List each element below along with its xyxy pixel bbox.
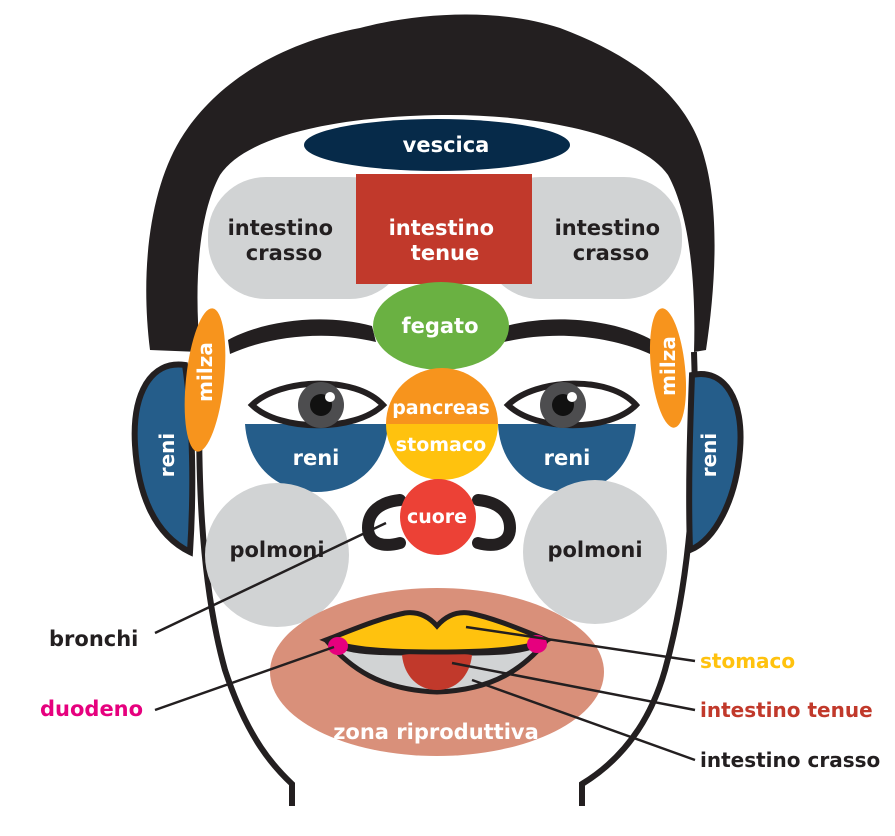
eyebrow-left bbox=[228, 319, 376, 354]
pancreas-zone bbox=[386, 368, 498, 424]
kidney-label-eye-right: reni bbox=[544, 446, 591, 470]
heart-zone bbox=[400, 479, 476, 555]
liver-label: fegato bbox=[401, 314, 478, 338]
large-intestine-lip-label: intestino crasso bbox=[700, 748, 880, 772]
duodenum-zone-left bbox=[328, 637, 348, 655]
nose-outline bbox=[362, 494, 516, 551]
small-intestine-lip-leader bbox=[451, 661, 696, 712]
small-intestine-lip-zone bbox=[402, 652, 472, 690]
spleen-label-right: milza bbox=[656, 336, 680, 396]
lungs-label-left: polmoni bbox=[229, 538, 324, 562]
large-intestine-lip-leader bbox=[471, 678, 696, 762]
eye-highlight-left bbox=[325, 392, 335, 402]
small-intestine-zone bbox=[356, 174, 532, 284]
liver-zone bbox=[373, 282, 509, 370]
duodenum-leader bbox=[154, 645, 335, 712]
eye-highlight-right bbox=[567, 392, 577, 402]
pancreas-label: pancreas bbox=[392, 397, 490, 419]
kidney-label-eye-left: reni bbox=[293, 446, 340, 470]
large-intestine-label-left: intestino crasso bbox=[228, 216, 341, 265]
kidney-label-ear-left: reni bbox=[155, 433, 179, 478]
small-intestine-label: intestino tenue bbox=[389, 216, 502, 265]
lungs-zone-right bbox=[523, 480, 667, 624]
stomach-label-nose: stomaco bbox=[396, 434, 486, 456]
hair bbox=[146, 14, 715, 352]
kidney-zone-eye-left bbox=[245, 424, 388, 492]
lungs-label-right: polmoni bbox=[547, 538, 642, 562]
spleen-zone-left bbox=[184, 308, 226, 452]
bronchi-leader bbox=[154, 521, 387, 635]
kidney-label-ear-right: reni bbox=[697, 433, 721, 478]
kidney-zone-eye-right bbox=[498, 424, 636, 492]
duodenum-label: duodeno bbox=[40, 697, 143, 721]
bladder-label: vescica bbox=[403, 133, 490, 157]
stomach-lip-label: stomaco bbox=[700, 649, 795, 673]
heart-label: cuore bbox=[407, 506, 467, 528]
stomach-lip-leader bbox=[465, 625, 696, 663]
spleen-label-left: milza bbox=[193, 342, 217, 402]
bronchi-label: bronchi bbox=[49, 627, 138, 651]
stomach-zone-nose bbox=[386, 424, 498, 480]
bladder-zone bbox=[304, 119, 570, 171]
small-intestine-lip-label: intestino tenue bbox=[700, 698, 873, 722]
spleen-zone-right bbox=[649, 308, 687, 428]
ear-right bbox=[686, 371, 744, 555]
large-intestine-label-right: intestino crasso bbox=[555, 216, 668, 265]
reproductive-label: zona riproduttiva bbox=[333, 720, 539, 744]
stomach-lip-zone bbox=[319, 610, 554, 655]
eyebrow-right bbox=[504, 319, 652, 354]
